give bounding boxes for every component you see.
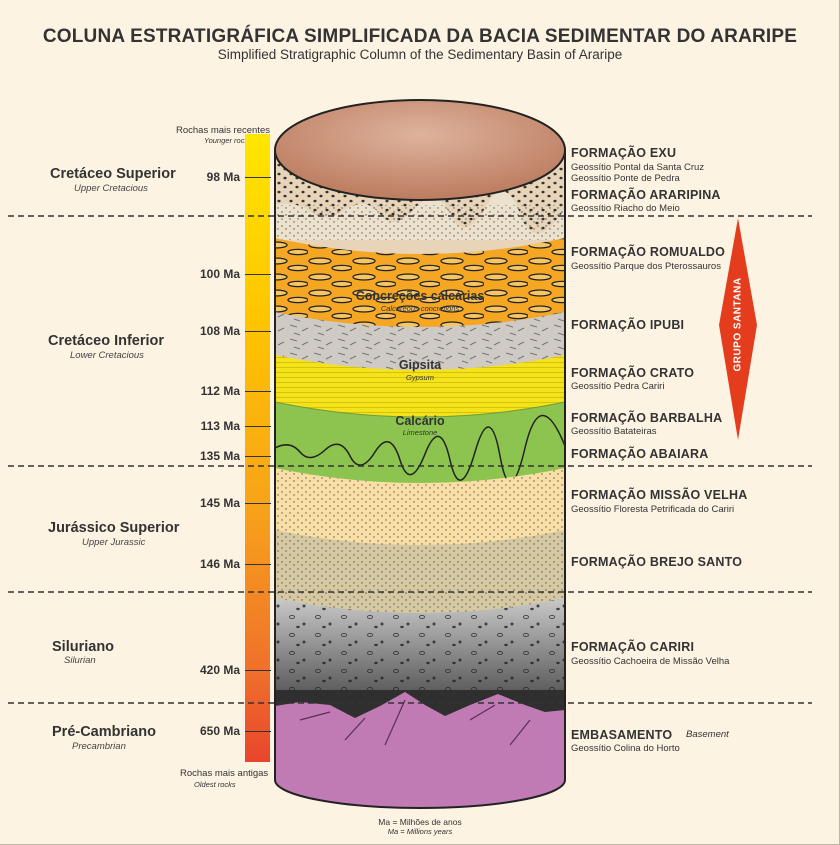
age-tick xyxy=(245,456,271,457)
period-name: Pré-Cambriano xyxy=(52,724,156,740)
age-tick xyxy=(245,391,271,392)
geosite: Geossítio Cachoeira de Missão Velha xyxy=(571,656,729,667)
formation-name: FORMAÇÃO BARBALHA xyxy=(571,411,722,425)
geosite: Geossítio Pontal da Santa Cruz xyxy=(571,162,704,173)
geosite: Geossítio Parque dos Pterossauros xyxy=(571,261,721,272)
formation-name: FORMAÇÃO MISSÃO VELHA xyxy=(571,488,747,502)
geosite: Geossítio Ponte de Pedra xyxy=(571,173,680,184)
age-label: 146 Ma xyxy=(196,557,240,571)
period-name: Cretáceo Superior xyxy=(50,166,176,182)
geosite: Geossítio Colina do Horto xyxy=(571,743,680,754)
age-label: 135 Ma xyxy=(196,449,240,463)
formation-name: FORMAÇÃO EXU xyxy=(571,146,676,160)
period-name: Siluriano xyxy=(52,639,114,655)
formation-name: FORMAÇÃO ARARIPINA xyxy=(571,188,721,202)
geosite: Geossítio Batateiras xyxy=(571,426,657,437)
age-tick xyxy=(245,731,271,732)
geosite: Geossítio Riacho do Meio xyxy=(571,203,680,214)
age-label: 420 Ma xyxy=(196,663,240,677)
footnote-en: Ma = Millions years xyxy=(0,827,840,836)
formation-name: FORMAÇÃO CARIRI xyxy=(571,640,694,654)
period-name-en: Lower Cretacious xyxy=(70,350,144,361)
period-name: Cretáceo Inferior xyxy=(48,333,164,349)
concretions-label: Concreções calcárias xyxy=(330,289,510,303)
age-tick xyxy=(245,274,271,275)
formation-name: FORMAÇÃO ROMUALDO xyxy=(571,245,725,259)
age-tick xyxy=(245,564,271,565)
age-tick xyxy=(245,177,271,178)
gypsum-label: Gipsita xyxy=(370,358,470,372)
formation-name: EMBASAMENTO xyxy=(571,728,672,742)
formation-name: FORMAÇÃO IPUBI xyxy=(571,318,684,332)
limestone-label-en: Limestone xyxy=(370,428,470,437)
period-name-en: Silurian xyxy=(64,655,96,666)
concretions-label-en: Calcareous concretions xyxy=(330,304,510,313)
limestone-label: Calcário xyxy=(370,414,470,428)
geosite: Geossítio Pedra Cariri xyxy=(571,381,664,392)
footnote: Ma = Milhões de anos xyxy=(0,817,840,827)
period-name: Jurássico Superior xyxy=(48,520,179,536)
age-label: 100 Ma xyxy=(196,267,240,281)
age-tick xyxy=(245,670,271,671)
age-label: 113 Ma xyxy=(196,419,240,433)
formation-name: FORMAÇÃO CRATO xyxy=(571,366,694,380)
period-name-en: Upper Jurassic xyxy=(82,537,145,548)
age-label: 98 Ma xyxy=(196,170,240,184)
gypsum-label-en: Gypsum xyxy=(370,373,470,382)
grupo-santana-label: GRUPO SANTANA xyxy=(733,277,744,373)
formation-name: FORMAÇÃO ABAIARA xyxy=(571,447,708,461)
age-label: 145 Ma xyxy=(196,496,240,510)
age-tick xyxy=(245,426,271,427)
age-label: 112 Ma xyxy=(196,384,240,398)
formation-name-en: Basement xyxy=(686,729,729,740)
age-label: 108 Ma xyxy=(196,324,240,338)
formation-name: FORMAÇÃO BREJO SANTO xyxy=(571,555,742,569)
period-name-en: Precambrian xyxy=(72,741,126,752)
age-label: 650 Ma xyxy=(196,724,240,738)
geosite: Geossítio Floresta Petrificada do Cariri xyxy=(571,504,734,515)
age-tick xyxy=(245,331,271,332)
period-name-en: Upper Cretacious xyxy=(74,183,148,194)
age-tick xyxy=(245,503,271,504)
